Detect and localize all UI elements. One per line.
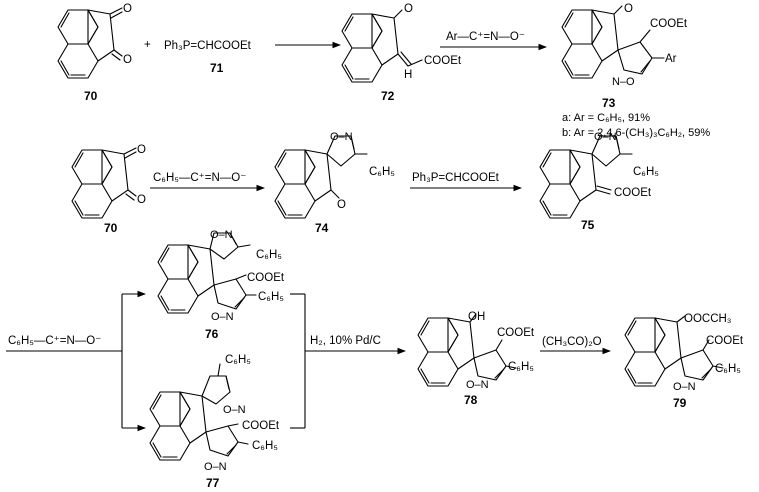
substituent-c6h5-77-top: C₆H₅ [225,354,251,366]
ring-atoms-o-n-76: O–N [210,229,233,241]
substituent-c6h5-76-bottom: C₆H₅ [258,291,284,303]
substituent-cooet-79: COOEt [706,335,744,347]
note-variant-b: b: Ar = 2,4,6-(CH₃)₃C₆H₂, 59% [562,127,710,139]
reagent-ylide-71: Ph₃P=CHCOOEt [164,40,252,52]
atom-o-74: O [337,199,346,211]
ring-atoms-n-o-73: N–O [612,76,635,88]
atom-o-73: O [624,3,633,15]
compound-label-73: 73 [602,96,616,110]
substituent-cooet-73: COOEt [650,18,688,30]
compound-76-structure [157,232,257,314]
reagent-phenyl-nitrile-oxide-2: C₆H₅—C⁺=N—O⁻ [8,335,101,347]
atom-o-70b-top: O [137,144,146,156]
substituent-cooet-72: COOEt [424,55,462,67]
compound-label-76: 76 [205,327,219,341]
compound-70b-structure [71,147,137,219]
atom-o-70b-bottom: O [137,194,146,206]
compound-label-79: 79 [673,396,687,410]
ring-atoms-n-o-76: O–N [211,311,234,323]
compound-73-structure [561,5,665,79]
ring-atoms-o-n-77: O–N [223,404,246,416]
substituent-cooet-78: COOEt [497,327,535,339]
atom-o-70a-top: O [123,3,132,15]
ring-atoms-o-n-74: O–N [330,131,353,143]
substituent-ar-73: Ar [665,53,677,65]
compound-77-structure [149,363,249,461]
reagent-ylide-row2: Ph₃P=CHCOOEt [412,172,500,184]
ring-atoms-o-n-75: O–N [594,131,617,143]
reagent-hydrogenation: H₂, 10% Pd/C [310,335,381,347]
reagent-acetic-anhydride: (CH₃CO)₂O [542,336,602,348]
compound-78-structure [417,313,517,387]
substituent-c6h5-74: C₆H₅ [369,166,395,178]
compound-label-74: 74 [315,221,329,235]
substituent-c6h5-75: C₆H₅ [633,166,659,178]
ring-atoms-o-n-79: O–N [673,381,696,393]
plus-sign: + [144,39,151,51]
compound-72-structure [341,9,423,83]
substituent-c6h5-79: C₆H₅ [715,363,741,375]
ring-atoms-o-n-78: O–N [466,379,489,391]
ring-atoms-o-n-77-b: O–N [204,461,227,473]
substituent-cooet-77: COOEt [242,420,280,432]
compound-label-77: 77 [206,476,220,490]
compound-74-structure [274,135,368,219]
compound-label-72: 72 [381,89,395,103]
atom-o-70a-bottom: O [123,54,132,66]
substituent-ooccch3-79: OOCCH₃ [684,313,732,325]
compound-label-70b: 70 [104,221,118,235]
compound-75-structure [539,135,633,219]
note-variant-a: a: Ar = C₆H₅, 91% [562,112,650,124]
substituent-cooet-75: COOEt [614,187,652,199]
compound-label-78: 78 [464,393,478,407]
substituent-cooet-76: COOEt [247,272,285,284]
reagent-phenyl-nitrile-oxide-1: C₆H₅—C⁺=N—O⁻ [153,172,246,184]
compound-79-structure [624,315,724,387]
compound-70-structure [57,7,123,79]
substituent-oh-78: OH [468,311,485,323]
compound-label-75: 75 [581,218,595,232]
substituent-c6h5-78: C₆H₅ [508,361,534,373]
substituent-c6h5-76-top: C₆H₅ [256,249,282,261]
atom-o-72: O [404,3,413,15]
reagent-aryl-nitrile-oxide: Ar—C⁺=N—O⁻ [446,31,525,43]
atom-h-72: H [404,69,412,81]
substituent-c6h5-77-bottom: C₆H₅ [252,440,278,452]
compound-label-70a: 70 [84,89,98,103]
compound-label-71: 71 [210,61,224,75]
